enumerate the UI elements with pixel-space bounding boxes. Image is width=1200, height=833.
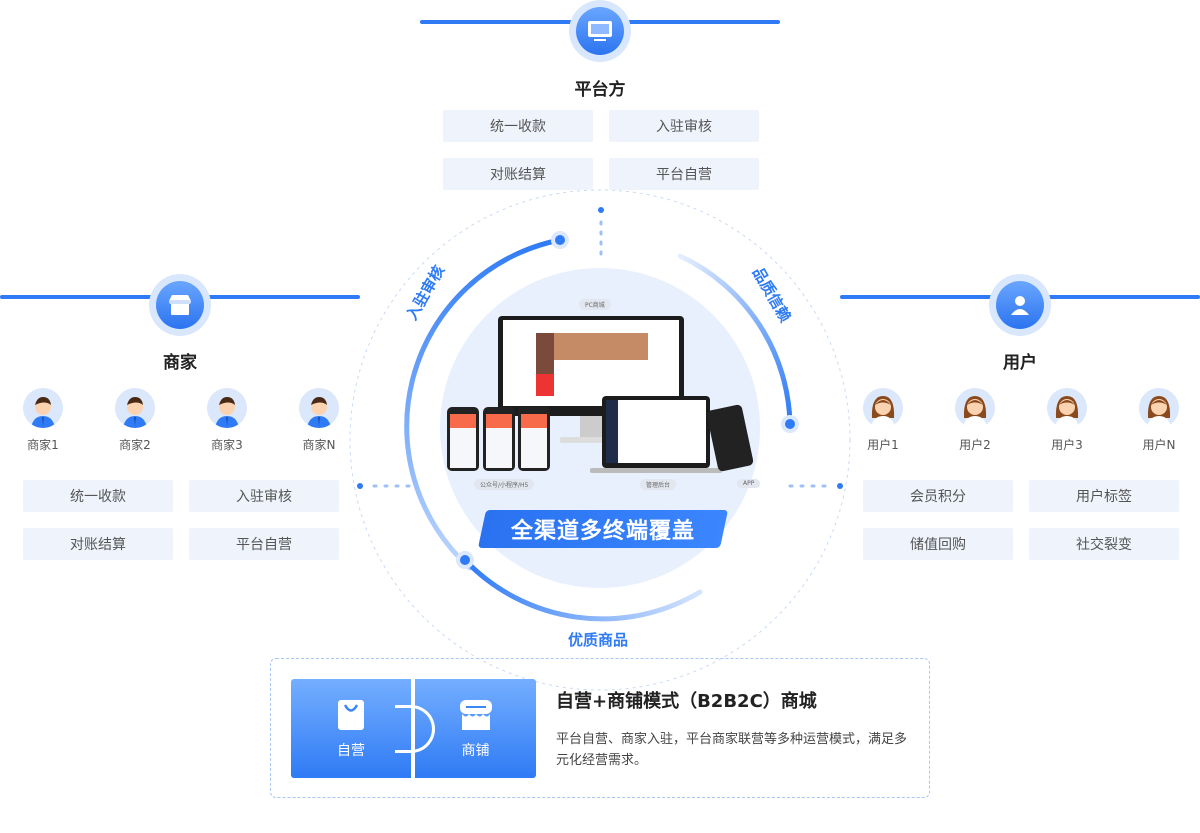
user-tag: 社交裂变 <box>1029 528 1179 560</box>
monitor-icon <box>569 0 631 62</box>
merchant-tag: 统一收款 <box>23 480 173 512</box>
platform-tag: 对账结算 <box>443 158 593 190</box>
arc-label-bottom: 优质商品 <box>568 631 629 649</box>
merchant-tag: 入驻审核 <box>189 480 339 512</box>
platform-tag: 入驻审核 <box>609 110 759 142</box>
store-block: 商铺 <box>415 679 536 778</box>
merchant-tag: 对账结算 <box>23 528 173 560</box>
shopping-bag-icon <box>338 699 364 730</box>
user-member-label: 用户1 <box>867 438 899 452</box>
platform-tag: 平台自营 <box>609 158 759 190</box>
merchant-tag: 平台自营 <box>189 528 339 560</box>
user-tag: 用户标签 <box>1029 480 1179 512</box>
merchant-avatar <box>207 388 247 428</box>
user-tag: 储值回购 <box>863 528 1013 560</box>
user-avatar <box>1047 388 1087 428</box>
card-description: 平台自营、商家入驻，平台商家联营等多种运营模式，满足多元化经营需求。 <box>556 732 908 768</box>
merchant-avatar <box>23 388 63 428</box>
device-label-admin: 管理后台 <box>640 479 677 490</box>
b2b2c-card: 自营 商铺 自营+商铺模式（B2B2C）商城 平台自营、商家入驻，平台商家联营等… <box>270 658 930 798</box>
user-avatar <box>955 388 995 428</box>
merchant-avatar <box>299 388 339 428</box>
user-tag: 会员积分 <box>863 480 1013 512</box>
platform-title: 平台方 <box>574 80 626 100</box>
merchant-member-label: 商家1 <box>27 438 59 452</box>
store-icon <box>459 699 492 730</box>
merchant-avatar <box>115 388 155 428</box>
device-mockups <box>447 316 754 473</box>
self-operated-block: 自营 <box>291 679 411 778</box>
merchant-member-label: 商家3 <box>211 438 243 452</box>
device-label-pc: PC商城 <box>579 299 611 310</box>
user-member-label: 用户3 <box>1051 438 1083 452</box>
store-icon <box>149 274 211 336</box>
card-title: 自营+商铺模式（B2B2C）商城 <box>556 691 817 712</box>
merchant-title: 商家 <box>163 353 197 373</box>
platform-tag: 统一收款 <box>443 110 593 142</box>
user-icon <box>989 274 1051 336</box>
user-member-label: 用户N <box>1142 438 1176 452</box>
merchant-member-label: 商家N <box>302 438 336 452</box>
user-member-label: 用户2 <box>959 438 991 452</box>
user-avatar <box>1139 388 1179 428</box>
user-avatar <box>863 388 903 428</box>
device-label-app: APP <box>737 479 761 488</box>
coverage-banner: 全渠道多终端覆盖 <box>477 510 729 548</box>
merchant-member-label: 商家2 <box>119 438 151 452</box>
device-label-mobile: 公众号/小程序/H5 <box>474 479 535 490</box>
user-title: 用户 <box>1003 353 1037 373</box>
